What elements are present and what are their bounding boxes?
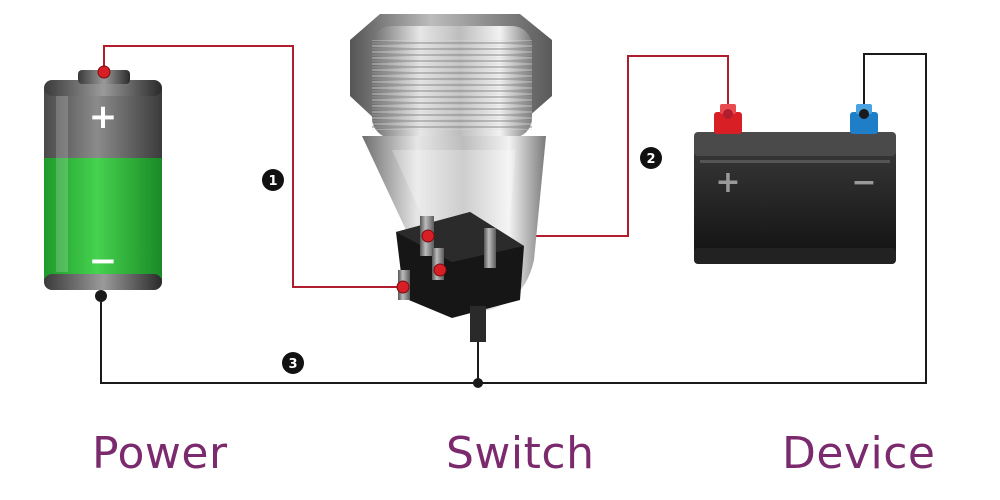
svg-text:1: 1 xyxy=(268,174,277,189)
battery-positive-terminal-dot xyxy=(97,65,111,79)
device-battery: + − xyxy=(694,104,896,264)
device-positive-symbol: + xyxy=(715,165,740,200)
wire-label-3: 3 xyxy=(282,352,304,374)
wire-label-1: 1 xyxy=(262,169,284,191)
wire-3-ground xyxy=(100,53,927,384)
svg-text:2: 2 xyxy=(646,152,655,167)
svg-text:3: 3 xyxy=(288,357,297,372)
wire-1-positive xyxy=(103,45,403,288)
device-caption: Device xyxy=(782,428,936,479)
device-negative-terminal-dot xyxy=(859,109,869,119)
switch-caption: Switch xyxy=(446,428,595,479)
battery-positive-symbol: + xyxy=(89,97,118,137)
device-negative-symbol: − xyxy=(851,165,876,200)
switch-body xyxy=(350,14,552,342)
switch-terminal-1-dot xyxy=(396,280,410,294)
switch-terminal-2-dot xyxy=(421,229,435,243)
wire-2-positive xyxy=(428,55,729,237)
wire-label-2: 2 xyxy=(640,147,662,169)
battery-negative-symbol: − xyxy=(89,241,118,281)
switch-terminal-led-dot xyxy=(433,263,447,277)
device-positive-terminal-dot xyxy=(723,109,733,119)
power-battery: + − xyxy=(44,70,162,290)
battery-negative-terminal-dot xyxy=(95,290,107,302)
ground-junction-dot xyxy=(473,378,483,388)
power-caption: Power xyxy=(92,428,228,479)
